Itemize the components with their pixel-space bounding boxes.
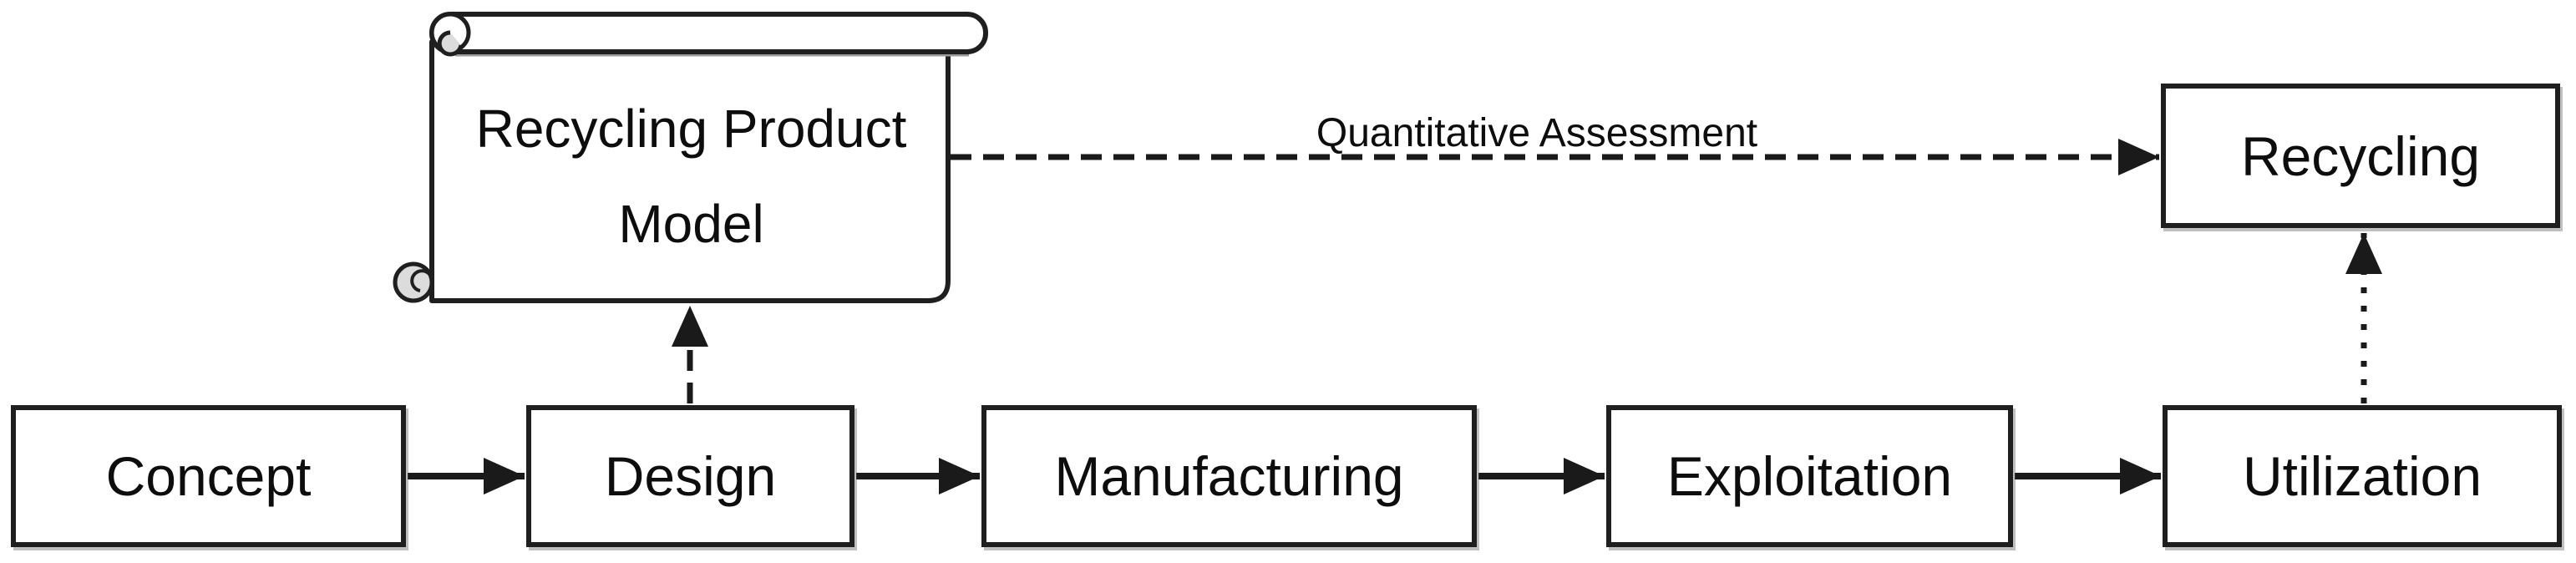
stage-box-exploitation: Exploitation xyxy=(1606,405,2013,547)
stage-box-manufacturing: Manufacturing xyxy=(981,405,1477,547)
stage-label-utilization: Utilization xyxy=(2242,445,2482,507)
stage-box-design: Design xyxy=(526,405,854,547)
stage-label-concept: Concept xyxy=(105,445,312,507)
scroll-body xyxy=(429,39,951,303)
stage-label-exploitation: Exploitation xyxy=(1666,445,1953,507)
stage-label-manufacturing: Manufacturing xyxy=(1054,445,1404,507)
scroll-bottom-curl-inner xyxy=(410,269,434,292)
stage-box-concept: Concept xyxy=(11,405,406,547)
recycling-label: Recycling xyxy=(2240,124,2481,187)
scroll-note-label: Recycling Product Model xyxy=(475,99,907,254)
recycling-box: Recycling xyxy=(2161,84,2560,228)
stage-box-utilization: Utilization xyxy=(2163,405,2562,547)
scroll-shape xyxy=(393,12,988,303)
quantitative-assessment-label: Quantitative Assessment xyxy=(1316,111,1758,155)
stage-label-design: Design xyxy=(604,445,777,507)
scroll-top-roll xyxy=(429,12,988,54)
scroll-top-curl-inner xyxy=(437,30,464,57)
